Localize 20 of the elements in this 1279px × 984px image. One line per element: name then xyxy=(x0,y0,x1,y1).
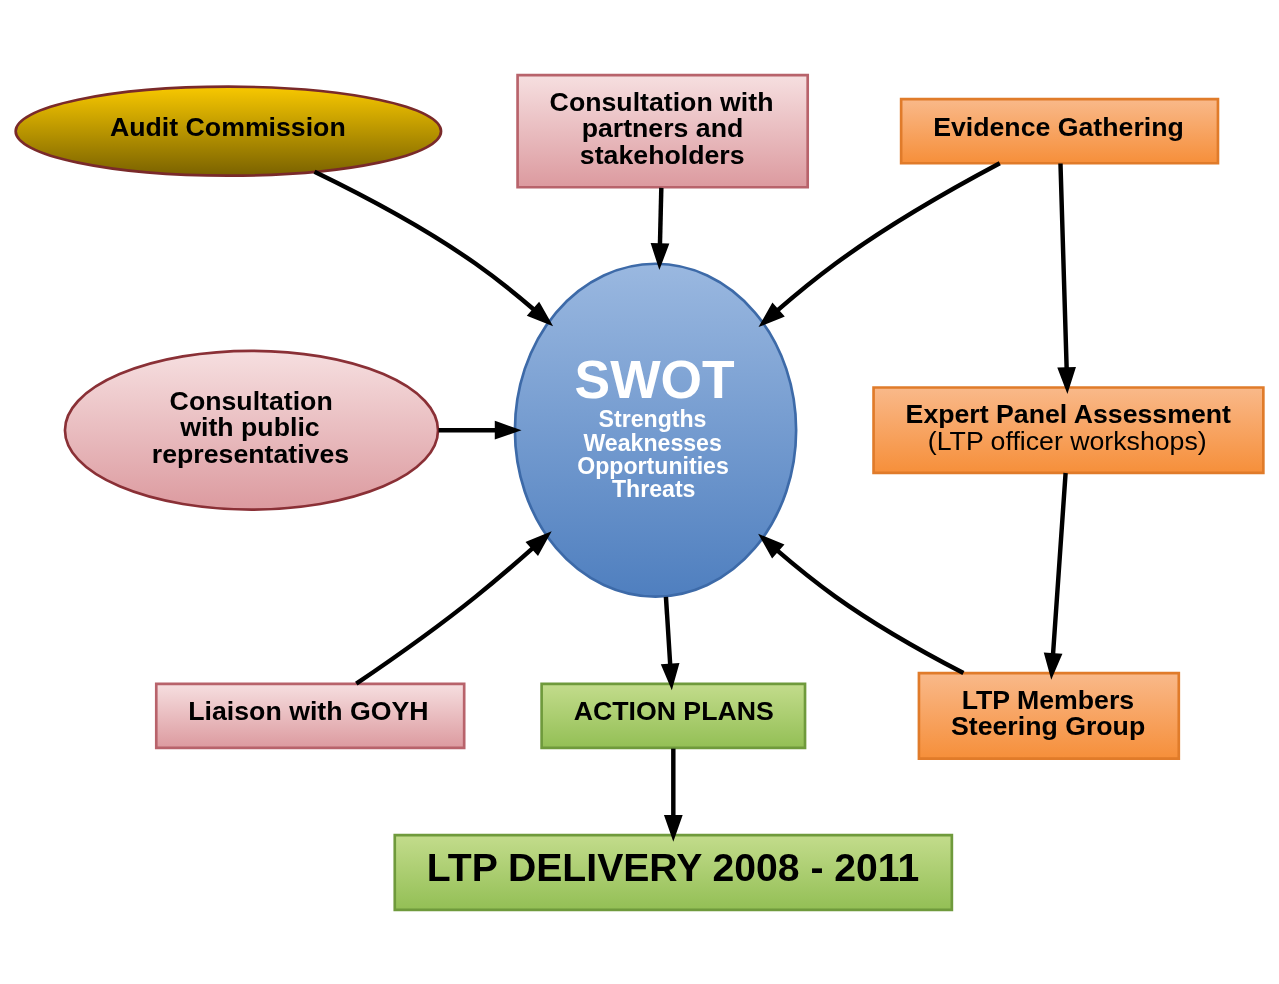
node-box: Consultation with partners and stakeholders xyxy=(516,73,810,189)
arrow xyxy=(355,530,552,685)
node-box: Liaison with GOYH xyxy=(154,682,466,749)
node-ellipse: SWOT Strengths Weaknesses Opportunities Threats xyxy=(513,261,798,598)
node-box: LTP DELIVERY 2008 - 2011 xyxy=(393,833,954,911)
arrow xyxy=(660,596,680,690)
arrow xyxy=(758,533,965,675)
node-ellipse: Audit Commission xyxy=(14,84,443,177)
arrow xyxy=(313,169,554,326)
arrow xyxy=(1043,472,1068,680)
node-box: LTP Members Steering Group xyxy=(917,671,1181,760)
arrow xyxy=(650,187,670,270)
arrow xyxy=(1057,162,1076,394)
node-box: Expert Panel Assessment (LTP officer workshops) xyxy=(872,385,1265,474)
arrow xyxy=(663,748,683,842)
node-box: ACTION PLANS xyxy=(540,682,807,749)
arrow xyxy=(438,420,522,440)
arrow xyxy=(758,160,1001,327)
node-ellipse: Consultation with public representatives xyxy=(63,349,440,511)
node-box: Evidence Gathering xyxy=(899,97,1220,165)
